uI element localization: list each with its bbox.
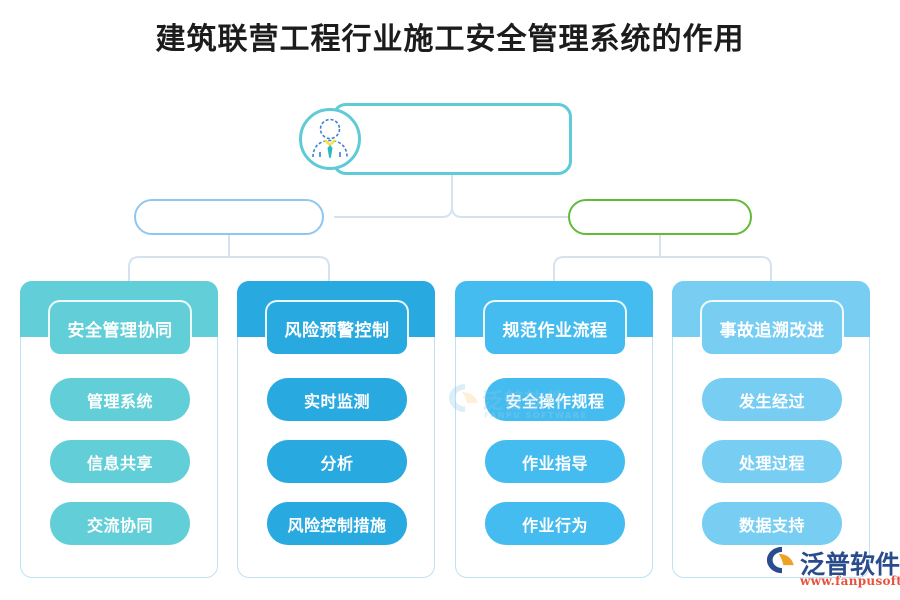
card-item[interactable]: 作业指导 [485,440,625,483]
logo-mark-icon [766,546,794,574]
logo-text: 泛普软件 [800,550,900,579]
root-node[interactable] [332,103,572,175]
person-tie-icon [299,108,361,170]
card-item[interactable]: 实时监测 [267,378,407,421]
card-item[interactable]: 交流协同 [50,502,190,545]
card-item[interactable]: 发生经过 [702,378,842,421]
card-item[interactable]: 管理系统 [50,378,190,421]
card-item[interactable]: 分析 [267,440,407,483]
branch-pill-left[interactable] [134,199,324,235]
card-item[interactable]: 作业行为 [485,502,625,545]
card-header[interactable]: 事故追溯改进 [702,302,842,354]
logo-url: www.fanpusoft.com [800,574,900,588]
card-item-list: 发生经过 处理过程 数据支持 [673,378,871,545]
card-header[interactable]: 规范作业流程 [485,302,625,354]
card-item[interactable]: 信息共享 [50,440,190,483]
category-card[interactable]: 安全管理协同 管理系统 信息共享 交流协同 [20,281,218,578]
card-item[interactable]: 处理过程 [702,440,842,483]
card-item[interactable]: 风险控制措施 [267,502,407,545]
brand-logo: 泛普软件 www.fanpusoft.com [766,545,900,591]
card-item-list: 实时监测 分析 风险控制措施 [238,378,436,545]
card-item[interactable]: 数据支持 [702,502,842,545]
branch-pill-right[interactable] [568,199,752,235]
card-item-list: 管理系统 信息共享 交流协同 [21,378,219,545]
card-header[interactable]: 风险预警控制 [267,302,407,354]
page-title: 建筑联营工程行业施工安全管理系统的作用 [155,22,745,57]
card-header[interactable]: 安全管理协同 [50,302,190,354]
category-card[interactable]: 规范作业流程 安全操作规程 作业指导 作业行为 [455,281,653,578]
category-card[interactable]: 风险预警控制 实时监测 分析 风险控制措施 [237,281,435,578]
category-card[interactable]: 事故追溯改进 发生经过 处理过程 数据支持 [672,281,870,578]
card-item-list: 安全操作规程 作业指导 作业行为 [456,378,654,545]
card-item[interactable]: 安全操作规程 [485,378,625,421]
